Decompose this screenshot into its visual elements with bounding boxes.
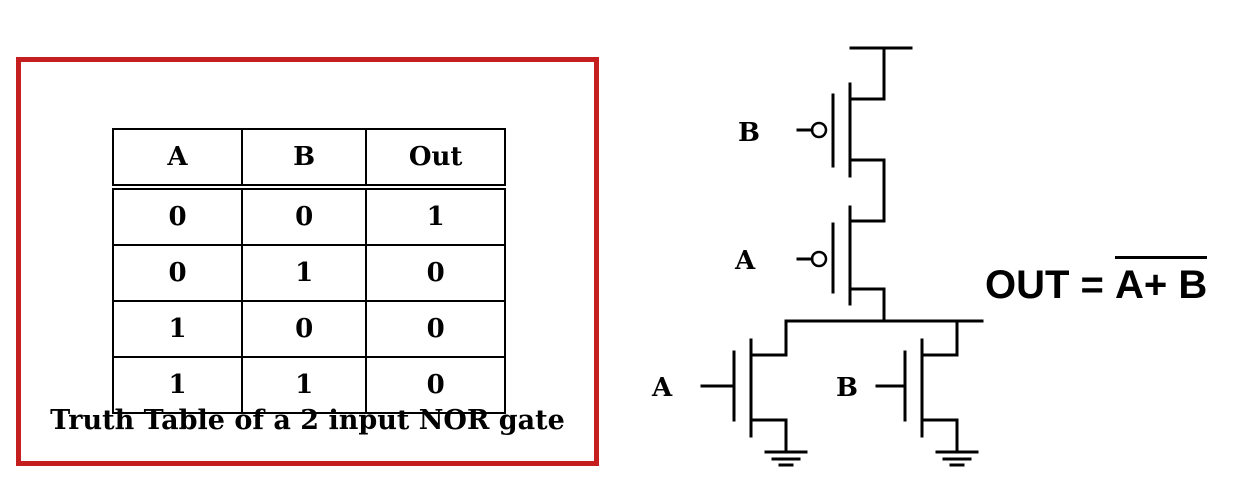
nor-output-formula: OUT = A+ B [985,256,1208,308]
cell-b: 0 [241,300,368,358]
cell-out: 0 [365,300,506,358]
pmos-b-label: B [738,118,760,148]
nmos-a-transistor [700,319,788,454]
truth-table-caption: Truth Table of a 2 input NOR gate [50,405,565,436]
pmos-a-transistor [796,205,886,306]
cell-b: 1 [241,356,368,414]
cell-a: 0 [111,186,244,246]
nmos-a-label: A [651,373,673,403]
cell-out: 0 [365,244,506,302]
truth-table-frame: A B Out 0 0 1 0 1 0 1 0 [16,57,599,466]
cell-out: 1 [365,186,506,246]
cell-a: 1 [111,300,244,358]
truth-table-header-row: A B Out [111,128,506,190]
cell-a: 1 [111,356,244,414]
ground-right-icon [935,450,979,467]
table-row: 0 0 1 [111,186,506,246]
nmos-b-transistor [875,319,959,454]
table-row: 1 0 0 [111,300,506,358]
cell-b: 0 [241,186,368,246]
table-row: 0 1 0 [111,244,506,302]
cell-out: 0 [365,356,506,414]
header-a: A [111,128,244,190]
ground-left-icon [764,450,808,467]
nmos-b-label: B [836,373,858,403]
header-b: B [241,128,368,190]
table-row: 1 1 0 [111,356,506,414]
cell-b: 1 [241,244,368,302]
truth-table: A B Out 0 0 1 0 1 0 1 0 [111,128,506,414]
header-out: Out [365,128,506,190]
pmos-b-transistor [796,82,886,178]
cell-a: 0 [111,244,244,302]
pmos-a-label: A [734,246,756,276]
nor-cmos-schematic: B A A B [651,46,984,467]
formula-lhs: OUT = [985,263,1116,307]
formula-rhs-overlined: A+ B [1115,256,1208,305]
